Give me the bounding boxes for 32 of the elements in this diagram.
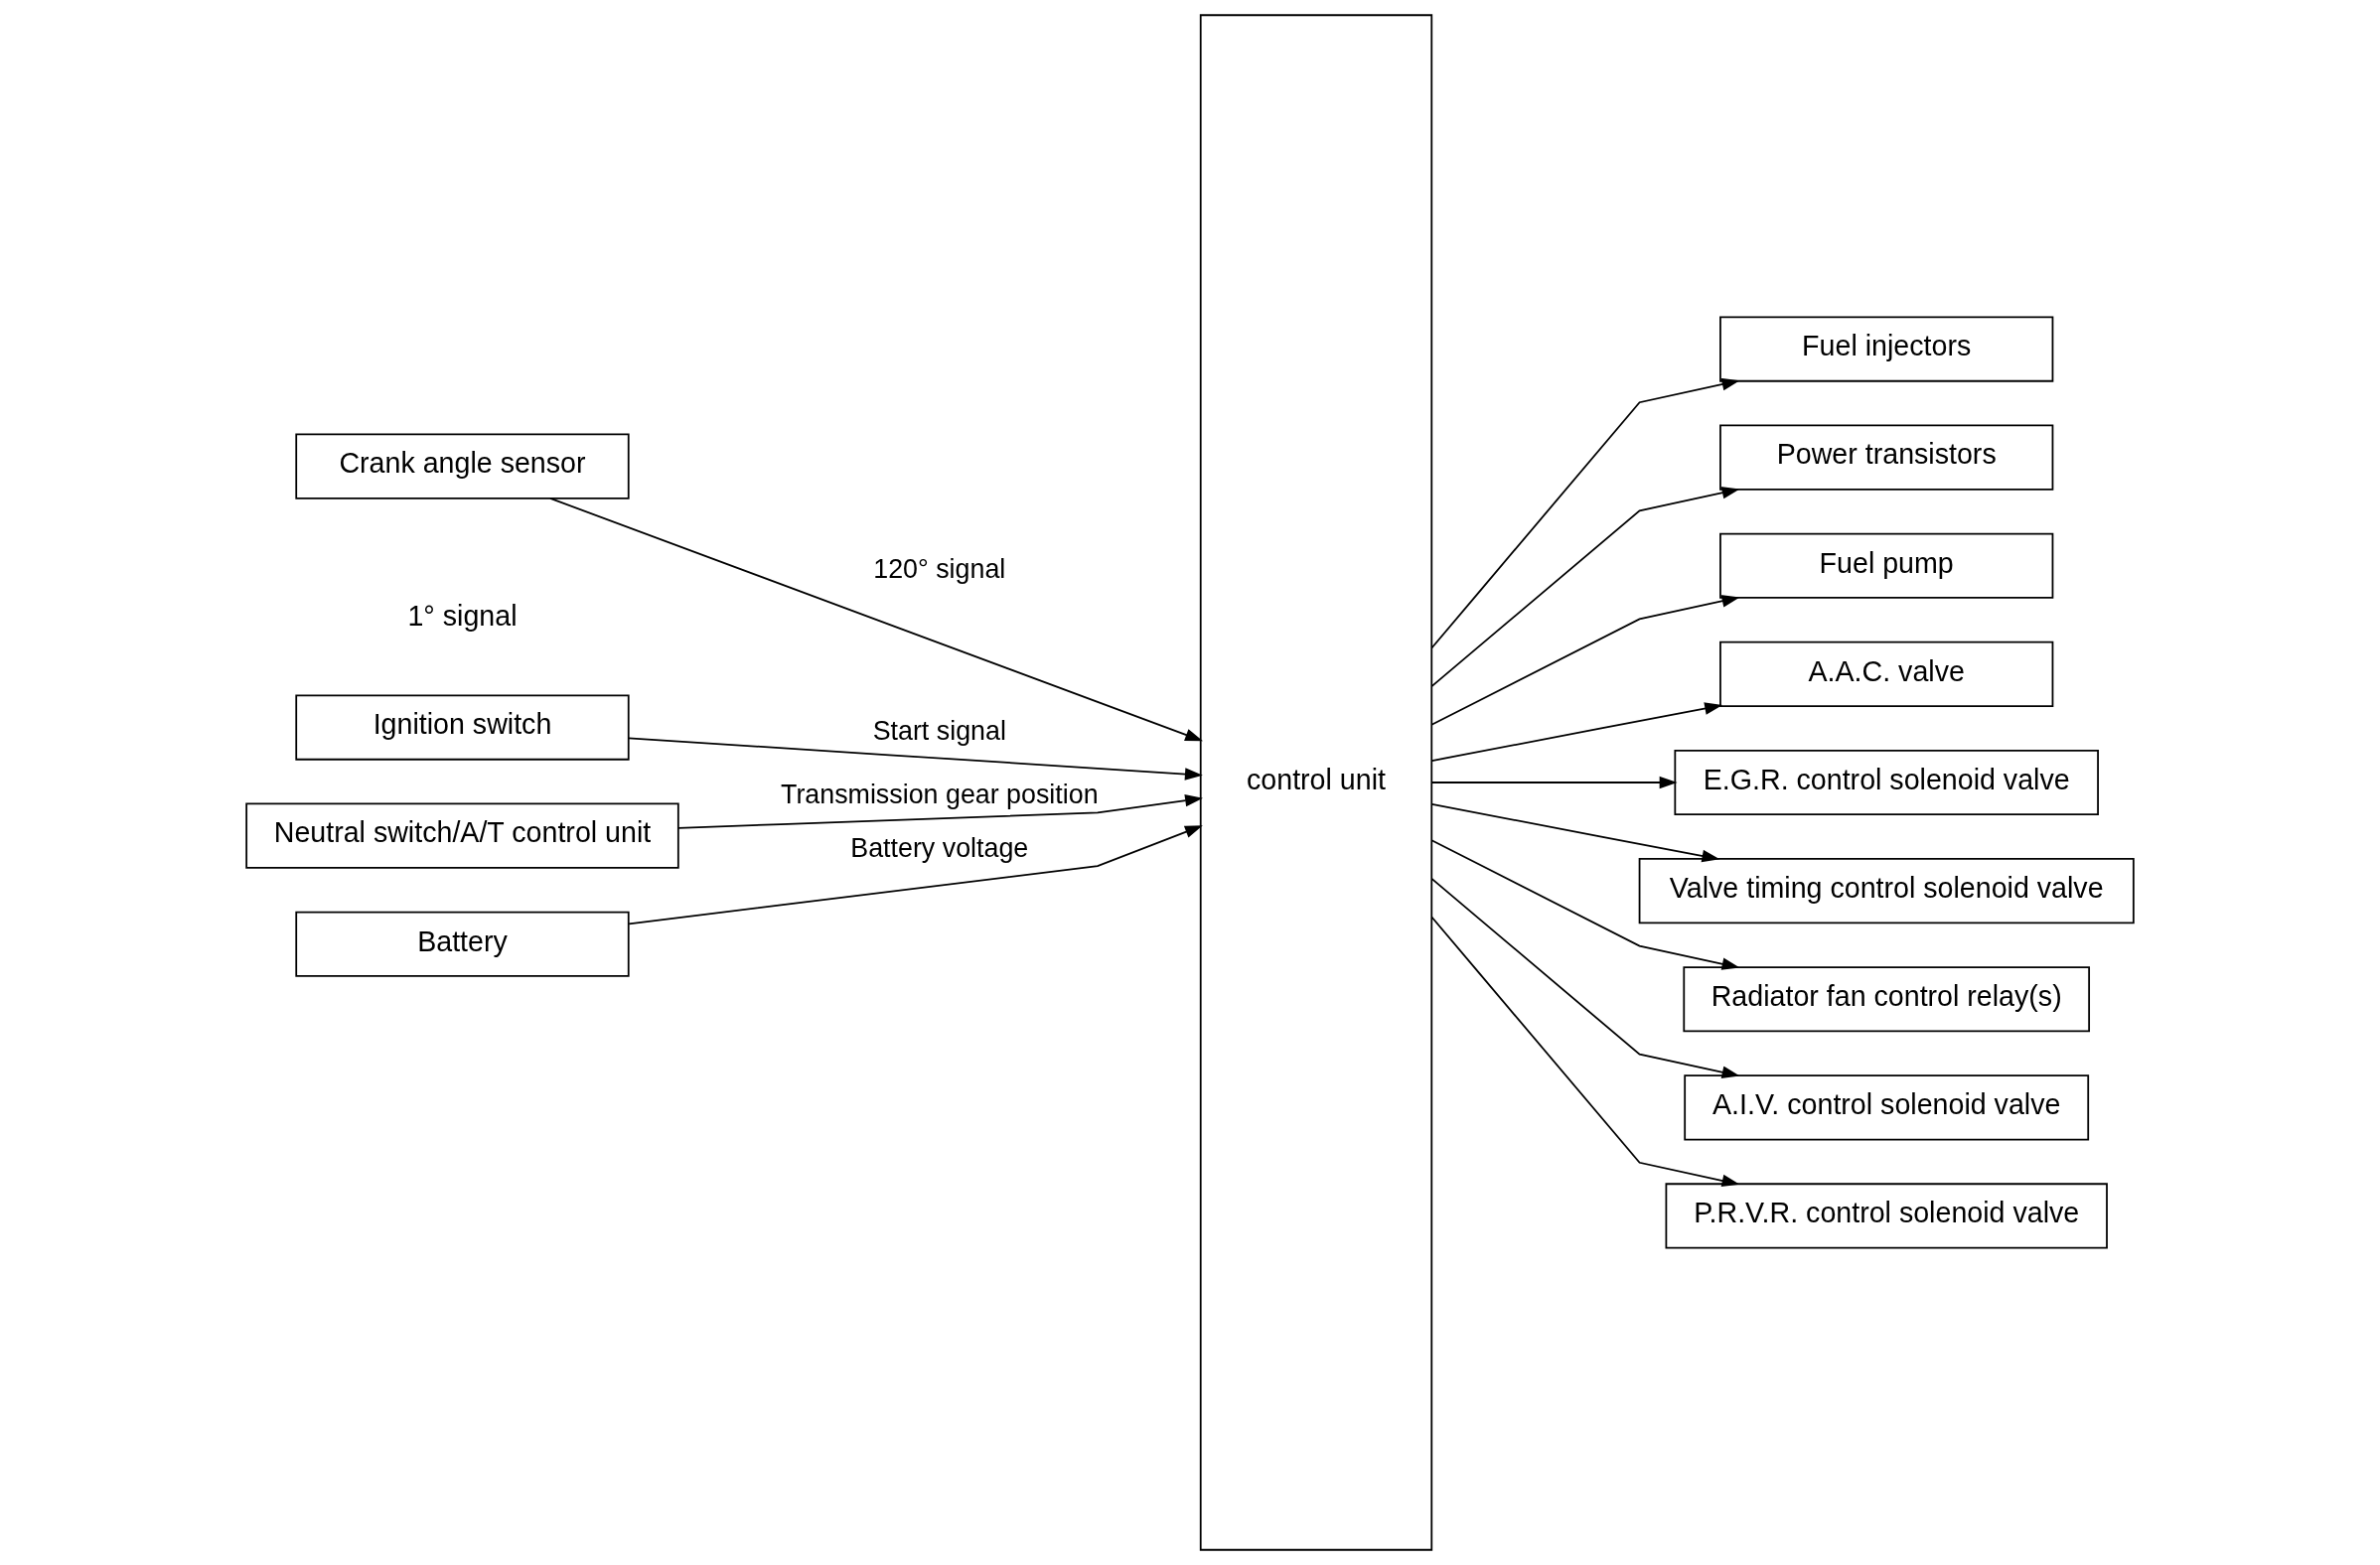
node-box: A.I.V. control solenoid valve — [1684, 1074, 2090, 1141]
node-box: Power transistors — [1719, 424, 2054, 491]
node-box: A.A.C. valve — [1719, 640, 2054, 707]
node-box: Fuel injectors — [1719, 316, 2054, 382]
arrow — [1430, 702, 1723, 762]
label: 1° signal — [407, 600, 518, 633]
node-box: control unit — [1199, 14, 1433, 1551]
node-box: P.R.V.R. control solenoid valve — [1665, 1183, 2108, 1249]
node-box: Radiator fan control relay(s) — [1683, 966, 2091, 1033]
edge-label: 120° signal — [873, 554, 1006, 585]
node-box: Crank angle sensor — [295, 433, 630, 499]
node-box: E.G.R. control solenoid valve — [1674, 749, 2099, 816]
node-box: Fuel pump — [1719, 532, 2054, 599]
node-box: Battery — [295, 911, 630, 977]
arrow — [1430, 377, 1740, 649]
node-box: Neutral switch/A/T control unit — [245, 802, 679, 869]
arrow — [1430, 916, 1740, 1188]
node-box: Ignition switch — [295, 694, 630, 761]
arrow — [677, 793, 1204, 829]
edge-label: Start signal — [872, 716, 1006, 747]
arrow — [628, 825, 1203, 925]
arrow — [1430, 595, 1740, 726]
arrow — [1430, 776, 1678, 789]
edge-label: Battery voltage — [850, 833, 1029, 864]
node-box: Valve timing control solenoid valve — [1638, 858, 2135, 925]
edge-label: Transmission gear position — [780, 780, 1099, 810]
arrow — [627, 737, 1203, 781]
arrow — [549, 498, 1203, 742]
arrow — [1430, 839, 1740, 970]
arrow — [1430, 803, 1720, 863]
arrow — [1430, 487, 1740, 687]
arrow — [1430, 878, 1740, 1078]
